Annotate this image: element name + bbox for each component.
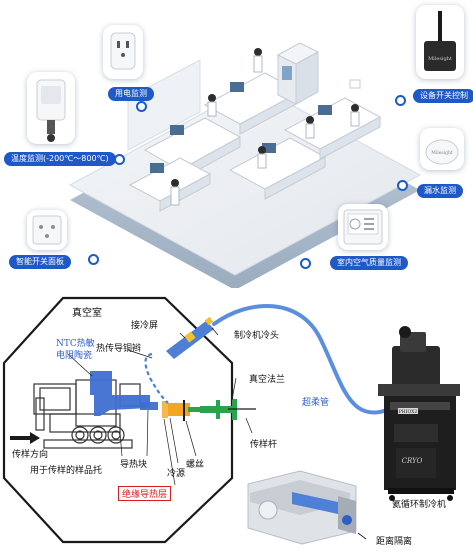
label-cold-source: 冷源: [167, 469, 186, 479]
distance-pointer: [357, 532, 367, 540]
heat-block: [90, 371, 158, 416]
lab-cabinet: [276, 42, 320, 105]
temperature-sensor-icon: [36, 79, 66, 142]
lab-floor-illustration: [68, 42, 422, 290]
label-temperature: 温度监测(-200℃～800℃): [4, 152, 116, 166]
label-power-monitor: 用电监测: [108, 87, 154, 101]
transfer-rod-inner: [188, 407, 208, 412]
label-insulation-layer: 绝缘导热层: [118, 486, 172, 501]
flange-clamp: [204, 316, 214, 326]
label-smart-switch: 智能开关面板: [9, 255, 71, 269]
label-cold-head: 制冷机冷头: [234, 331, 280, 341]
label-vacuum-flange: 真空法兰: [249, 375, 286, 385]
lab-workers: [170, 48, 360, 206]
transfer-arrow-head: [30, 432, 40, 444]
air-quality-card: [338, 204, 388, 250]
flexible-hose: [212, 304, 412, 415]
cryogenic-transfer-diagram: PHIOX2 CRYO 真空室 接冷屏 制冷机冷头 NTC热敏电阻陶瓷 热传导铜…: [0, 288, 473, 549]
label-transfer-direction: 传样方向: [12, 450, 49, 460]
label-screw: 螺丝: [186, 460, 205, 470]
label-water-leak: 漏水监测: [417, 184, 463, 198]
label-ntc: NTC热敏电阻陶瓷: [56, 339, 95, 361]
water-leak-sensor-icon: Milesight: [425, 139, 459, 165]
copper-braid: [144, 352, 169, 404]
smart-switch-panel-icon: [32, 215, 62, 245]
marker-dot: [114, 154, 125, 165]
water-leak-card: Milesight: [420, 128, 464, 170]
label-air-quality: 室内空气质量监测: [330, 256, 408, 270]
sample-holder-assembly: [33, 379, 141, 449]
smart-plug-icon: [110, 32, 136, 70]
marker-dot: [397, 180, 408, 191]
wall-sensor: [349, 79, 361, 89]
label-vacuum-chamber: 真空室: [72, 308, 102, 319]
cold-head-clamp: [184, 331, 196, 343]
label-sample-holder: 用于传样的样品托: [30, 466, 103, 476]
insulation-layer: [162, 401, 168, 418]
wall-panel: [127, 59, 201, 151]
switch-controller-icon: Milesight: [424, 11, 456, 71]
label-distance-isolation: 距离隔离: [376, 537, 413, 547]
schematic-drawing: PHIOX2 CRYO: [2, 296, 460, 545]
monitors: [150, 82, 332, 173]
model-inset: [247, 470, 357, 545]
brand-text-2: Milesight: [431, 150, 453, 156]
temperature-sensor-card: [27, 72, 75, 144]
cold-source: [168, 403, 190, 416]
marker-dot: [136, 101, 147, 112]
cryocooler-model: PHIOX2: [399, 409, 418, 415]
label-helium-cryocooler: 氦循环制冷机: [392, 500, 447, 510]
lab-monitoring-illustration: Milesight Milesight 用电监测 设备开关控制 温度监测(-20…: [4, 5, 473, 290]
cryocooler-unit: PHIOX2 CRYO: [378, 326, 460, 501]
label-transfer-rod: 传样杆: [250, 440, 278, 450]
controller-card: Milesight: [416, 5, 464, 79]
smart-plug-card: [103, 25, 143, 79]
brand-text: Milesight: [428, 56, 452, 62]
label-heat-block: 导热块: [120, 460, 148, 470]
smart-switch-card: [27, 210, 67, 250]
marker-dot: [88, 254, 99, 265]
label-copper-braid: 热传导铜辫: [96, 344, 142, 354]
cryocooler-brand: CRYO: [402, 457, 423, 465]
leader-lines: [67, 327, 253, 486]
label-device-switch: 设备开关控制: [413, 89, 473, 103]
air-quality-sensor-icon: [343, 209, 383, 245]
flange-rod-collar: [216, 400, 220, 419]
marker-dot: [395, 95, 406, 106]
vacuum-chamber-outline: [2, 296, 234, 544]
marker-dot: [300, 258, 311, 269]
label-cold-screen: 接冷屏: [131, 321, 159, 331]
label-super-flex: 超柔管: [302, 398, 330, 408]
